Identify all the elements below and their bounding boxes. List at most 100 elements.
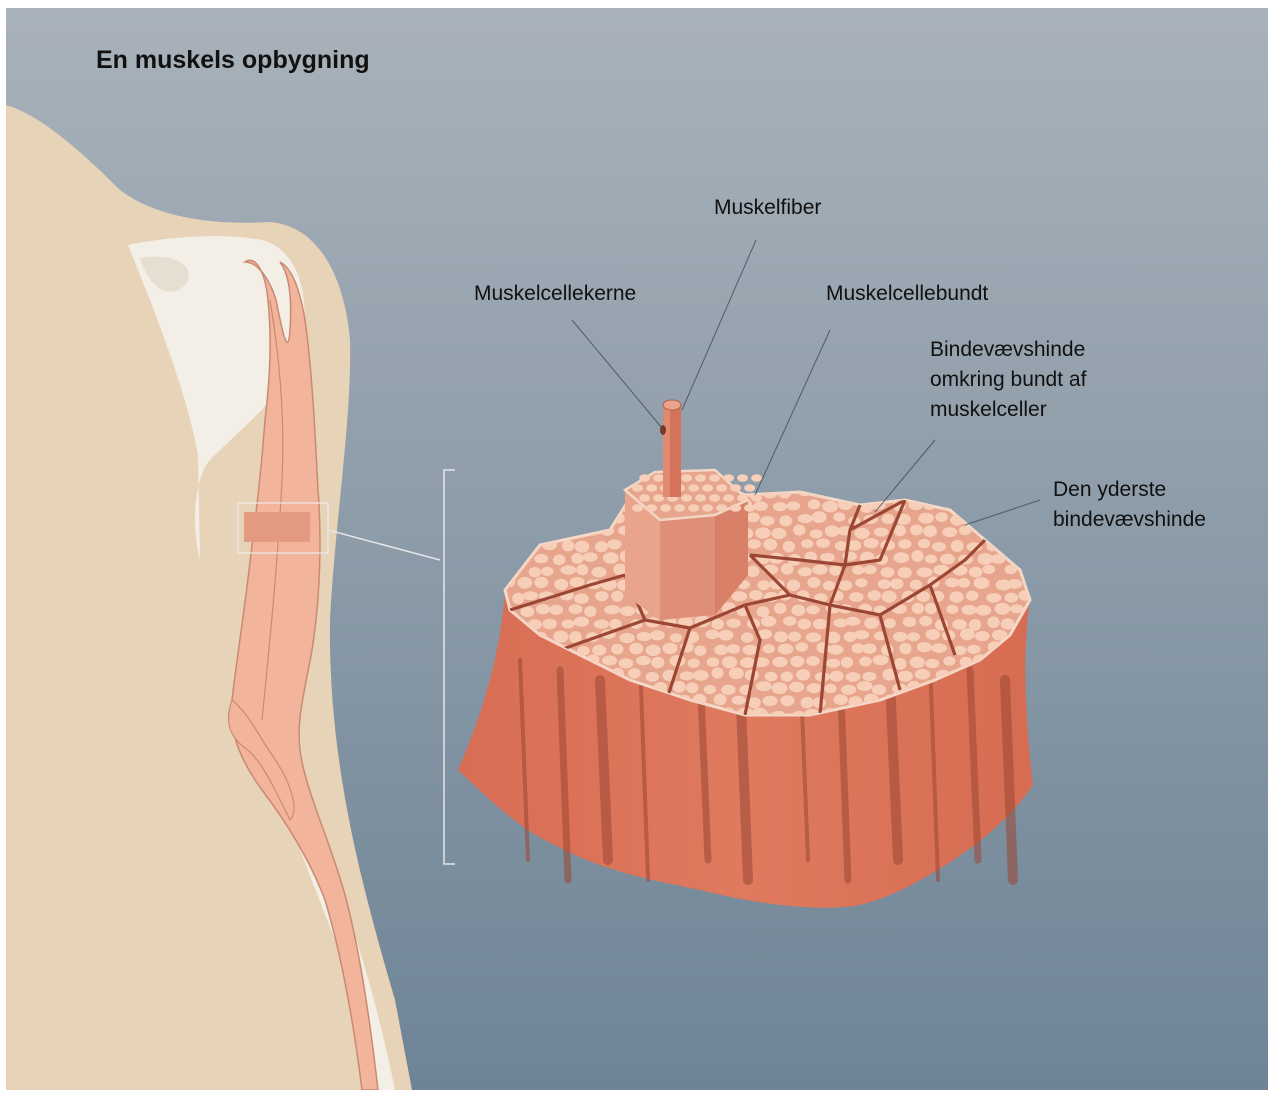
muscle-cell <box>712 619 725 630</box>
muscle-cell <box>974 577 990 589</box>
muscle-cell <box>707 657 720 667</box>
muscle-cell <box>855 528 870 539</box>
muscle-cell <box>855 578 867 587</box>
muscle-cell <box>632 484 643 492</box>
muscle-cell <box>569 604 583 614</box>
muscle-cell <box>863 672 877 681</box>
muscle-cell <box>833 512 845 522</box>
label-yderste-bindevaevshinde: Den yderste bindevævshinde <box>1053 475 1206 535</box>
single-muscle-fibre <box>660 400 681 497</box>
muscle-cell <box>932 542 946 552</box>
muscle-cell <box>976 605 992 616</box>
muscle-cell <box>807 683 822 693</box>
muscle-cell <box>681 494 692 502</box>
muscle-cell <box>714 694 727 706</box>
muscle-cell <box>783 616 796 626</box>
muscle-cell <box>1001 618 1015 629</box>
muscle-cell <box>686 682 699 693</box>
muscle-cell <box>534 554 548 564</box>
muscle-cell <box>744 484 755 492</box>
muscle-cell <box>611 644 623 655</box>
muscle-cell <box>857 681 873 691</box>
muscle-cell <box>721 685 735 695</box>
muscle-cell <box>602 656 617 666</box>
muscle-cell <box>737 494 748 502</box>
muscle-cell <box>569 631 582 643</box>
muscle-cell <box>910 657 925 669</box>
muscle-cell <box>650 630 665 640</box>
muscle-cell <box>828 645 844 655</box>
muscle-cell <box>694 646 706 656</box>
muscle-cell <box>798 567 812 576</box>
muscle-cell <box>709 474 720 482</box>
muscle-cell <box>660 504 671 512</box>
muscle-cell <box>549 605 563 615</box>
muscle-cell <box>1004 593 1018 603</box>
muscle-cell <box>583 552 598 561</box>
muscle-cell <box>704 685 716 694</box>
muscle-cell <box>757 580 769 590</box>
muscle-cell <box>730 504 741 512</box>
muscle-cell <box>898 539 911 549</box>
muscle-cell <box>591 567 606 578</box>
muscle-cell <box>594 620 609 629</box>
muscle-cell <box>923 525 937 537</box>
muscle-cell <box>702 504 713 512</box>
muscle-cell <box>709 494 720 502</box>
muscle-cell <box>894 658 906 670</box>
muscle-cell <box>670 633 683 642</box>
muscle-cell <box>751 474 762 482</box>
muscle-cell <box>806 632 821 642</box>
muscle-cell <box>951 540 964 552</box>
muscle-cell <box>731 591 747 601</box>
muscle-cell <box>562 540 574 551</box>
muscle-cell <box>833 694 847 705</box>
page-title: En muskels opbygning <box>96 46 370 75</box>
muscle-cell <box>935 512 948 522</box>
muscle-cell <box>576 564 588 575</box>
muscle-cell <box>975 631 990 641</box>
muscle-cell <box>716 484 727 492</box>
muscle-cell <box>595 541 608 552</box>
muscle-cell <box>632 504 643 512</box>
muscle-cell <box>772 682 788 694</box>
muscle-cell <box>926 629 940 640</box>
muscle-cell <box>744 504 755 512</box>
muscle-cell <box>862 644 876 654</box>
muscle-cell <box>915 669 931 680</box>
muscle-cell <box>874 528 889 537</box>
muscle-cell <box>801 539 813 548</box>
muscle-cell <box>940 554 955 565</box>
muscle-cell <box>553 554 565 565</box>
muscle-cell <box>917 642 932 652</box>
muscle-cell <box>957 578 970 588</box>
muscle-cell <box>826 659 840 668</box>
muscle-cell <box>639 474 650 482</box>
muscle-cell <box>681 474 692 482</box>
muscle-cell <box>523 591 538 600</box>
muscle-cell <box>810 529 823 538</box>
muscle-cell <box>788 632 801 642</box>
muscle-cell <box>542 619 557 630</box>
muscle-cell <box>854 630 869 639</box>
muscle-cell <box>761 616 776 627</box>
muscle-cell <box>868 590 881 600</box>
muscle-cell <box>838 580 852 590</box>
muscle-cell <box>910 525 923 536</box>
muscle-cell <box>774 631 788 642</box>
muscle-cell <box>912 603 924 614</box>
muscle-cell <box>611 591 623 602</box>
muscle-cell <box>931 643 947 652</box>
muscle-cell <box>748 697 761 708</box>
muscle-cell <box>949 591 963 602</box>
muscle-cell <box>741 632 754 642</box>
label-muskelcellekerne: Muskelcellekerne <box>474 279 636 309</box>
muscle-cell <box>756 681 772 691</box>
muscle-cell <box>798 619 811 630</box>
muscle-cell <box>897 567 911 578</box>
muscle-cell <box>604 605 620 614</box>
muscle-cell <box>646 645 661 656</box>
muscle-cell <box>674 504 685 512</box>
